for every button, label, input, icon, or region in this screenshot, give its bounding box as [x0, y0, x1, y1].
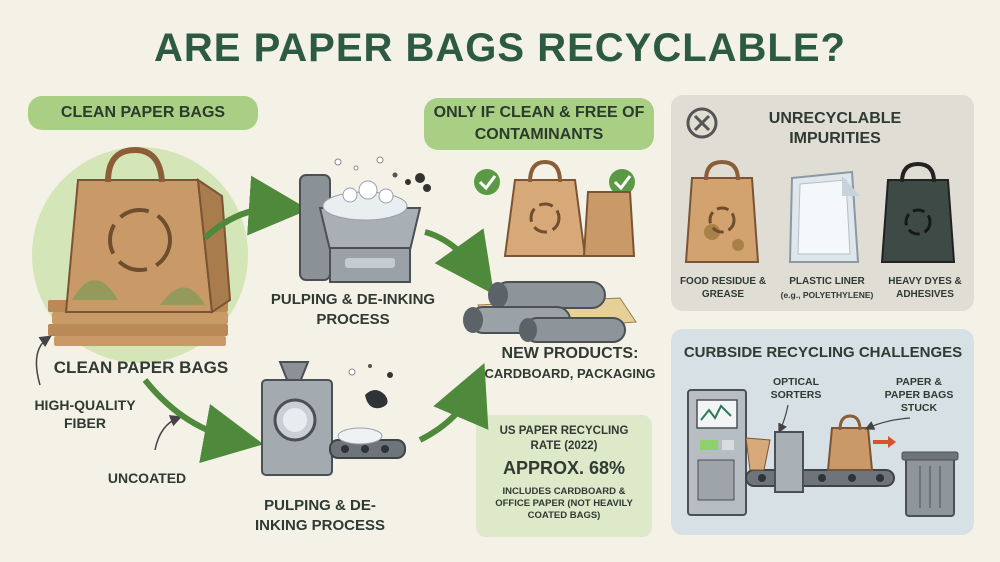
cardboard-rolls-illustration	[463, 281, 637, 343]
impurities-title: UNRECYCLABLE IMPURITIES	[768, 110, 902, 147]
bottom-pulper-illustration	[261, 361, 406, 476]
close-icon	[686, 107, 718, 139]
impurity-sub-plastic: (e.g., POLYETHYLENE)	[780, 290, 874, 300]
bottom-process-label: PULPING & DE-INKING PROCESS	[254, 497, 386, 534]
clean-bags-label: CLEAN PAPER BAGS	[53, 358, 229, 377]
new-products-sub: CARDBOARD, PACKAGING	[484, 366, 656, 381]
fiber-label: HIGH-QUALITY FIBER	[34, 397, 136, 431]
stat-value: APPROX. 68%	[502, 458, 626, 478]
curbside-title: CURBSIDE RECYCLING CHALLENGES	[683, 344, 963, 361]
stat-note: INCLUDES CARDBOARD & OFFICE PAPER (NOT H…	[495, 486, 633, 521]
only-if-clean-pill: ONLY IF CLEAN & FREE OF CONTAMINANTS	[424, 98, 654, 150]
stat-panel	[476, 415, 652, 537]
check-icon	[474, 169, 500, 195]
impurity-label-dyes: HEAVY DYES & ADHESIVES	[888, 276, 962, 300]
paper-bag-stack-illustration	[32, 146, 248, 363]
top-pulper-illustration	[299, 156, 431, 283]
new-products-title: NEW PRODUCTS:	[501, 345, 639, 362]
optical-sorters-label: OPTICAL SORTERS	[770, 376, 822, 401]
uncoated-label: UNCOATED	[107, 470, 187, 486]
top-process-label: PULPING & DE-INKING PROCESS	[270, 291, 436, 328]
clean-bags-pill: CLEAN PAPER BAGS	[28, 96, 258, 130]
impurity-label-plastic: PLASTIC LINER	[789, 276, 865, 287]
page-title: ARE PAPER BAGS RECYCLABLE?	[154, 26, 846, 70]
bags-stuck-label: PAPER & PAPER BAGS STUCK	[884, 376, 954, 414]
stat-heading: US PAPER RECYCLING RATE (2022)	[499, 425, 629, 452]
sorting-machine-illustration	[687, 389, 959, 517]
impurity-label-food: FOOD RESIDUE & GREASE	[679, 276, 767, 300]
